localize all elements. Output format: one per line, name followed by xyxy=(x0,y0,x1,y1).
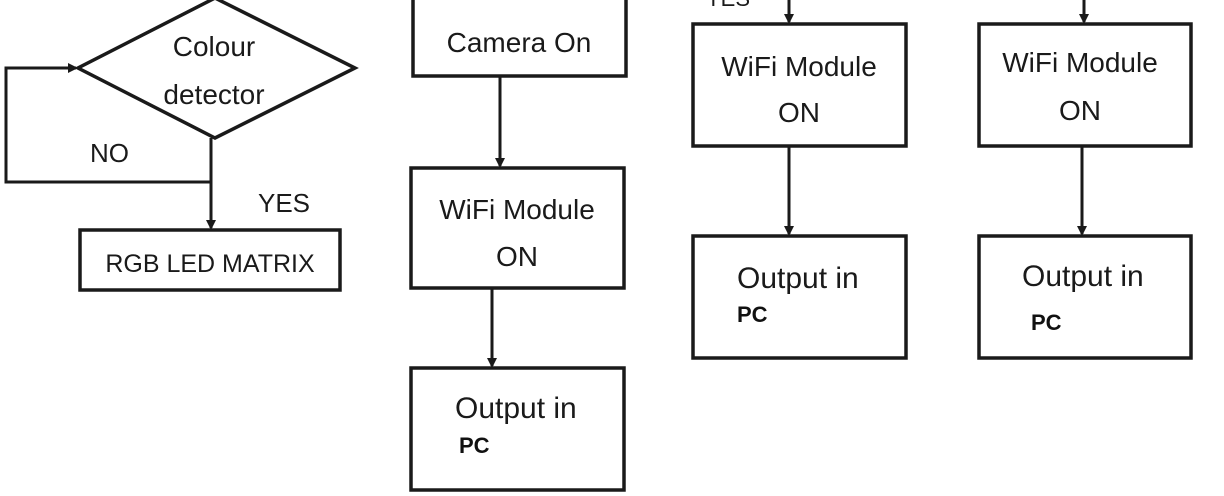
wifi-module-label-line1: WiFi Module xyxy=(1002,47,1158,78)
no-loop-connector xyxy=(4,63,213,184)
rgb-led-matrix-label: RGB LED MATRIX xyxy=(105,250,315,278)
wifi-module-box-2 xyxy=(691,22,908,148)
camera-on-box xyxy=(411,0,628,78)
decision-label-line1: Colour xyxy=(173,31,255,62)
output-label-line2: PC xyxy=(1031,310,1062,335)
wifi-module-label-line1: WiFi Module xyxy=(439,194,595,225)
wifi-module-label-line2: ON xyxy=(1059,95,1101,126)
output-label-line1: Output in xyxy=(737,262,859,295)
output-label-line2: PC xyxy=(459,433,490,458)
output-pc-box-3 xyxy=(977,234,1193,360)
rgb-led-matrix-box xyxy=(78,228,342,292)
output-label-line1: Output in xyxy=(455,392,577,425)
wifi-module-label-line1: WiFi Module xyxy=(721,51,877,82)
camera-on-label: Camera On xyxy=(447,27,592,58)
wifi-module-box-1 xyxy=(409,166,626,290)
output-pc-box-2 xyxy=(691,234,908,360)
yes-label-partial: YES xyxy=(706,0,750,11)
output-label-line2: PC xyxy=(737,302,768,327)
decision-colour-detector xyxy=(74,0,359,140)
flow-colour-detector: Colour detector NO YES RGB LED MATRIX xyxy=(4,0,359,292)
flow-wifi-3: YES WiFi Module ON Output in PC xyxy=(691,0,908,360)
flow-camera: Camera On WiFi Module ON Output in PC xyxy=(409,0,628,492)
wifi-module-label-line2: ON xyxy=(778,97,820,128)
no-label: NO xyxy=(90,138,129,168)
output-label-line1: Output in xyxy=(1022,260,1144,293)
output-pc-box-1 xyxy=(409,366,626,492)
yes-label: YES xyxy=(258,188,310,218)
wifi-module-box-3 xyxy=(977,22,1193,148)
decision-label-line2: detector xyxy=(163,79,264,110)
flow-wifi-4: WiFi Module ON Output in PC xyxy=(977,0,1193,360)
wifi-module-label-line2: ON xyxy=(496,241,538,272)
